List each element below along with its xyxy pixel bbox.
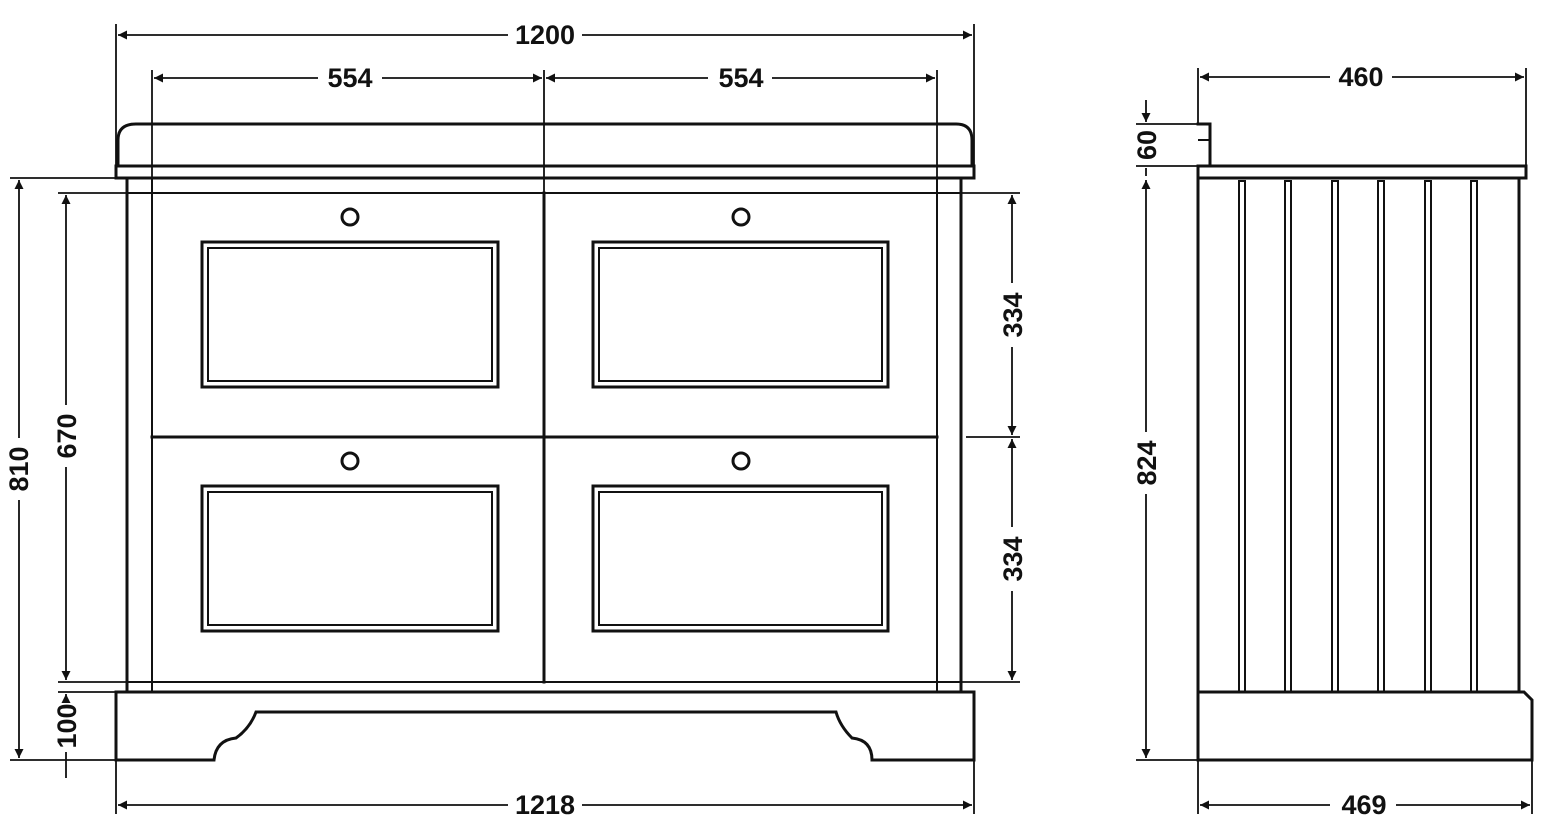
knob-icon: [340, 451, 360, 471]
worktop: [114, 164, 976, 180]
dim-drawer-height-upper: 334: [998, 292, 1028, 337]
drawer-bottom-right: [591, 451, 890, 633]
side-upstand: [1196, 122, 1212, 168]
dim-drawer-height-lower: 334: [998, 536, 1028, 581]
drawer-top-right: [591, 207, 890, 389]
dim-overall-height: 810: [4, 446, 34, 491]
side-panel-grooves: [1238, 180, 1478, 693]
plinth: [114, 690, 976, 762]
side-plinth: [1196, 690, 1534, 762]
knob-icon: [731, 451, 751, 471]
drawer-bottom-left: [200, 451, 500, 633]
knob-icon: [731, 207, 751, 227]
dim-drawer-width-left: 554: [327, 63, 372, 93]
side-worktop: [1196, 164, 1528, 180]
worktop-upstand: [116, 122, 974, 167]
dim-width-top: 1200: [515, 20, 575, 50]
front-view: [114, 122, 976, 762]
dim-drawer-width-right: 554: [718, 63, 763, 93]
dim-side-overall-height: 824: [1132, 440, 1162, 485]
dim-width-base: 1218: [515, 790, 575, 820]
side-dimensions: 460 469 60 824: [1132, 62, 1533, 820]
drawer-top-left: [200, 207, 500, 389]
dim-upstand-height: 60: [1132, 130, 1162, 160]
front-dimensions: 1200 554 554 1218 810 670 100: [4, 20, 1028, 820]
dim-depth-base: 469: [1341, 790, 1386, 820]
dim-depth-top: 460: [1338, 62, 1383, 92]
side-view: [1196, 122, 1534, 762]
dim-body-height: 670: [52, 413, 82, 458]
dim-plinth-height: 100: [52, 703, 82, 748]
knob-icon: [340, 207, 360, 227]
